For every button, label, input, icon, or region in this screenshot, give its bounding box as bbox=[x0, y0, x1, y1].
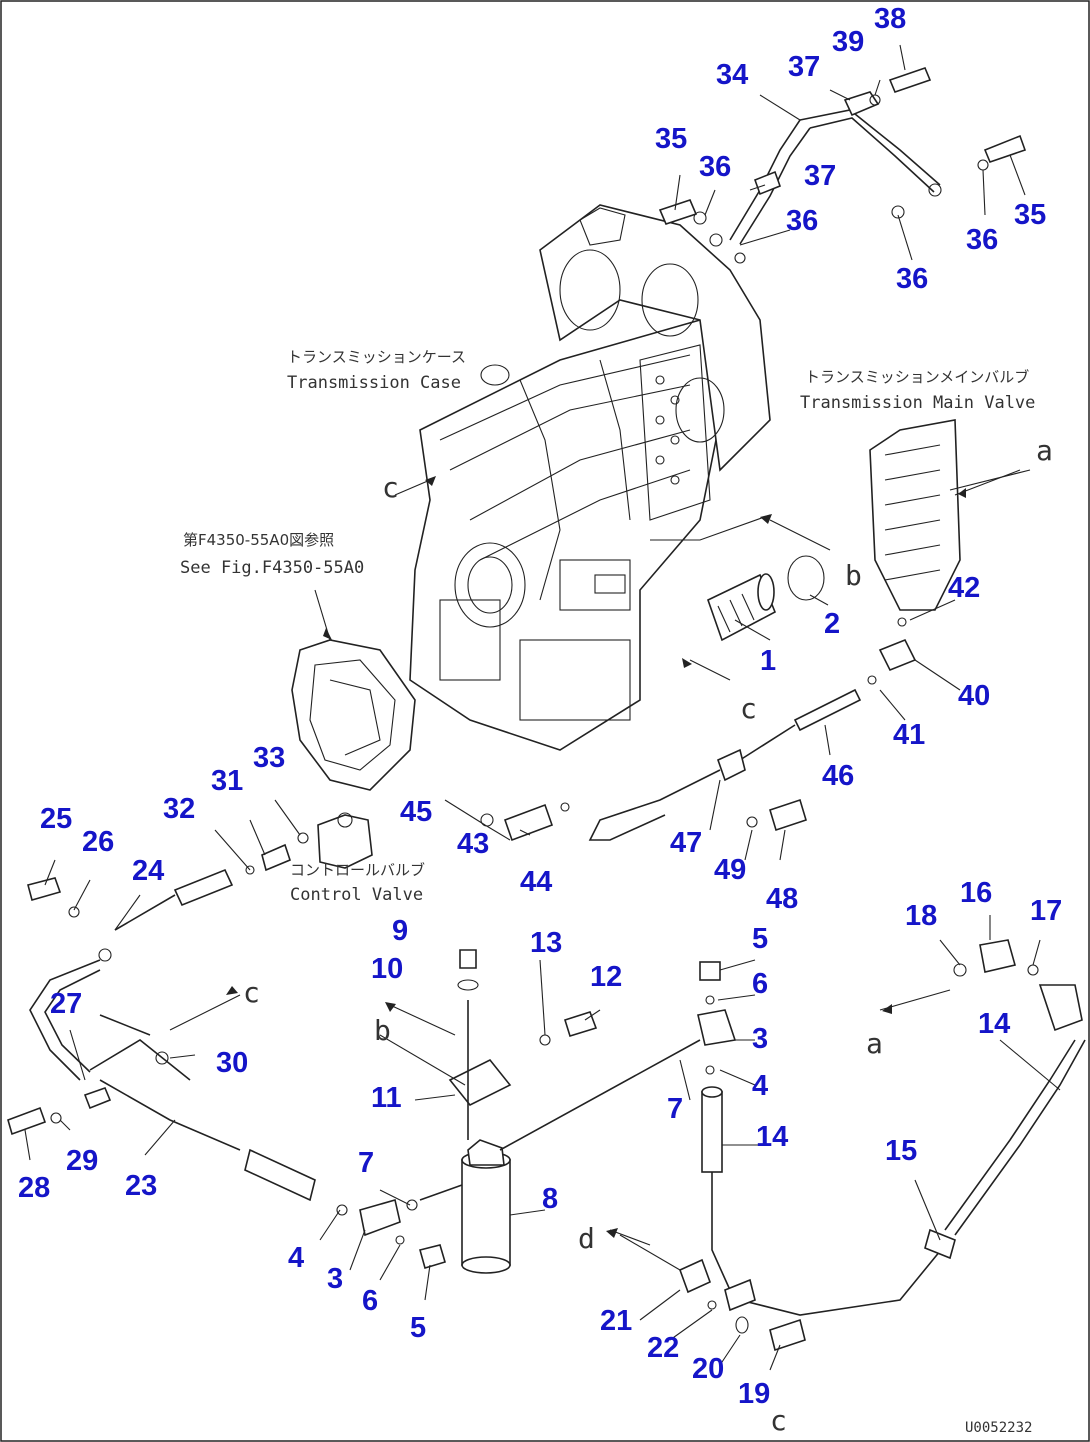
ref-letter-b: b bbox=[374, 1014, 391, 1047]
part-number-19: 19 bbox=[738, 1378, 770, 1410]
part-number-25: 25 bbox=[40, 803, 72, 835]
part-number-3: 3 bbox=[327, 1263, 343, 1295]
part-number-2: 2 bbox=[824, 608, 840, 640]
part-number-26: 26 bbox=[82, 826, 114, 858]
part-number-5: 5 bbox=[410, 1312, 426, 1344]
transmission-main-valve bbox=[869, 419, 961, 611]
part-number-4: 4 bbox=[288, 1242, 304, 1274]
part-number-17: 17 bbox=[1030, 895, 1062, 927]
torque-converter-housing bbox=[291, 639, 416, 791]
part-number-23: 23 bbox=[125, 1170, 157, 1202]
part-number-39: 39 bbox=[832, 26, 864, 58]
see-fig-label-jp: 第F4350-55A0図参照 bbox=[183, 531, 334, 549]
part-number-14: 14 bbox=[756, 1121, 788, 1153]
part-number-9: 9 bbox=[392, 915, 408, 947]
ref-letter-b: b bbox=[845, 559, 862, 592]
transmission-case-label-jp: トランスミッションケース bbox=[287, 348, 466, 366]
part-number-44: 44 bbox=[520, 866, 552, 898]
part-number-6: 6 bbox=[362, 1285, 378, 1317]
part-number-3: 3 bbox=[752, 1023, 768, 1055]
part-number-34: 34 bbox=[716, 59, 748, 91]
transmission-case-label-en: Transmission Case bbox=[287, 373, 461, 393]
part-number-30: 30 bbox=[216, 1047, 248, 1079]
part-number-37: 37 bbox=[804, 160, 836, 192]
part-number-35: 35 bbox=[1014, 199, 1046, 231]
ref-letter-d: d bbox=[578, 1222, 595, 1255]
part-number-4: 4 bbox=[752, 1070, 768, 1102]
arrow-heads bbox=[226, 476, 966, 1238]
drawing-code: U0052232 bbox=[965, 1420, 1032, 1436]
part-number-24: 24 bbox=[132, 855, 164, 887]
main-valve-label-en: Transmission Main Valve bbox=[800, 393, 1035, 413]
part-number-27: 27 bbox=[50, 988, 82, 1020]
ref-letter-c: c bbox=[770, 1404, 787, 1437]
part-number-7: 7 bbox=[358, 1147, 374, 1179]
part-number-36: 36 bbox=[786, 205, 818, 237]
part-number-43: 43 bbox=[457, 828, 489, 860]
control-valve-label-jp: コントロールバルブ bbox=[290, 861, 425, 879]
part-number-11: 11 bbox=[371, 1082, 402, 1114]
part-number-36: 36 bbox=[896, 263, 928, 295]
part-number-33: 33 bbox=[253, 742, 285, 774]
part-number-20: 20 bbox=[692, 1353, 724, 1385]
part-number-47: 47 bbox=[670, 827, 702, 859]
strainer bbox=[707, 573, 777, 642]
ref-letter-a: a bbox=[866, 1027, 883, 1060]
part-number-37: 37 bbox=[788, 51, 820, 83]
part-number-41: 41 bbox=[893, 719, 925, 751]
part-number-16: 16 bbox=[960, 877, 992, 909]
part-number-1: 1 bbox=[760, 645, 776, 677]
part-number-28: 28 bbox=[18, 1172, 50, 1204]
part-number-5: 5 bbox=[752, 923, 768, 955]
oil-filter bbox=[336, 949, 701, 1274]
ref-letter-c: c bbox=[382, 471, 399, 504]
part-number-18: 18 bbox=[905, 900, 937, 932]
main-valve-label-jp: トランスミッションメインバルブ bbox=[805, 368, 1029, 386]
control-valve bbox=[245, 812, 373, 875]
part-number-6: 6 bbox=[752, 968, 768, 1000]
part-number-32: 32 bbox=[163, 793, 195, 825]
top-tube-assembly bbox=[658, 67, 1027, 264]
part-number-35: 35 bbox=[655, 123, 687, 155]
part-number-46: 46 bbox=[822, 760, 854, 792]
part-number-callouts: 1 2 3 3 4 4 5 5 6 6 7 7 8 9 10 11 12 13 … bbox=[18, 3, 1062, 1410]
right-hose-system bbox=[678, 939, 1086, 1352]
part-number-31: 31 bbox=[211, 765, 243, 797]
part-number-42: 42 bbox=[948, 572, 980, 604]
part-number-8: 8 bbox=[542, 1183, 558, 1215]
o-ring bbox=[787, 555, 825, 601]
part-number-21: 21 bbox=[600, 1305, 632, 1337]
transmission-case bbox=[409, 204, 771, 751]
main-valve-line bbox=[480, 617, 917, 842]
part-number-7: 7 bbox=[667, 1093, 683, 1125]
part-number-49: 49 bbox=[714, 854, 746, 886]
part-number-48: 48 bbox=[766, 883, 798, 915]
part-number-12: 12 bbox=[590, 961, 622, 993]
part-number-38: 38 bbox=[874, 3, 906, 35]
ref-letter-c: c bbox=[243, 976, 260, 1009]
part-number-10: 10 bbox=[371, 953, 403, 985]
ref-letter-a: a bbox=[1036, 434, 1053, 467]
left-hose-system bbox=[7, 868, 316, 1202]
part-number-22: 22 bbox=[647, 1332, 679, 1364]
part-number-29: 29 bbox=[66, 1145, 98, 1177]
part-number-40: 40 bbox=[958, 680, 990, 712]
part-number-36: 36 bbox=[699, 151, 731, 183]
part-number-15: 15 bbox=[885, 1135, 917, 1167]
part-number-45: 45 bbox=[400, 796, 432, 828]
part-number-36: 36 bbox=[966, 224, 998, 256]
see-fig-label-en: See Fig.F4350-55A0 bbox=[180, 558, 364, 578]
part-number-14: 14 bbox=[978, 1008, 1010, 1040]
ref-letter-c: c bbox=[740, 692, 757, 725]
control-valve-label-en: Control Valve bbox=[290, 885, 423, 905]
part-number-13: 13 bbox=[530, 927, 562, 959]
leader-lines bbox=[24, 44, 1061, 1371]
